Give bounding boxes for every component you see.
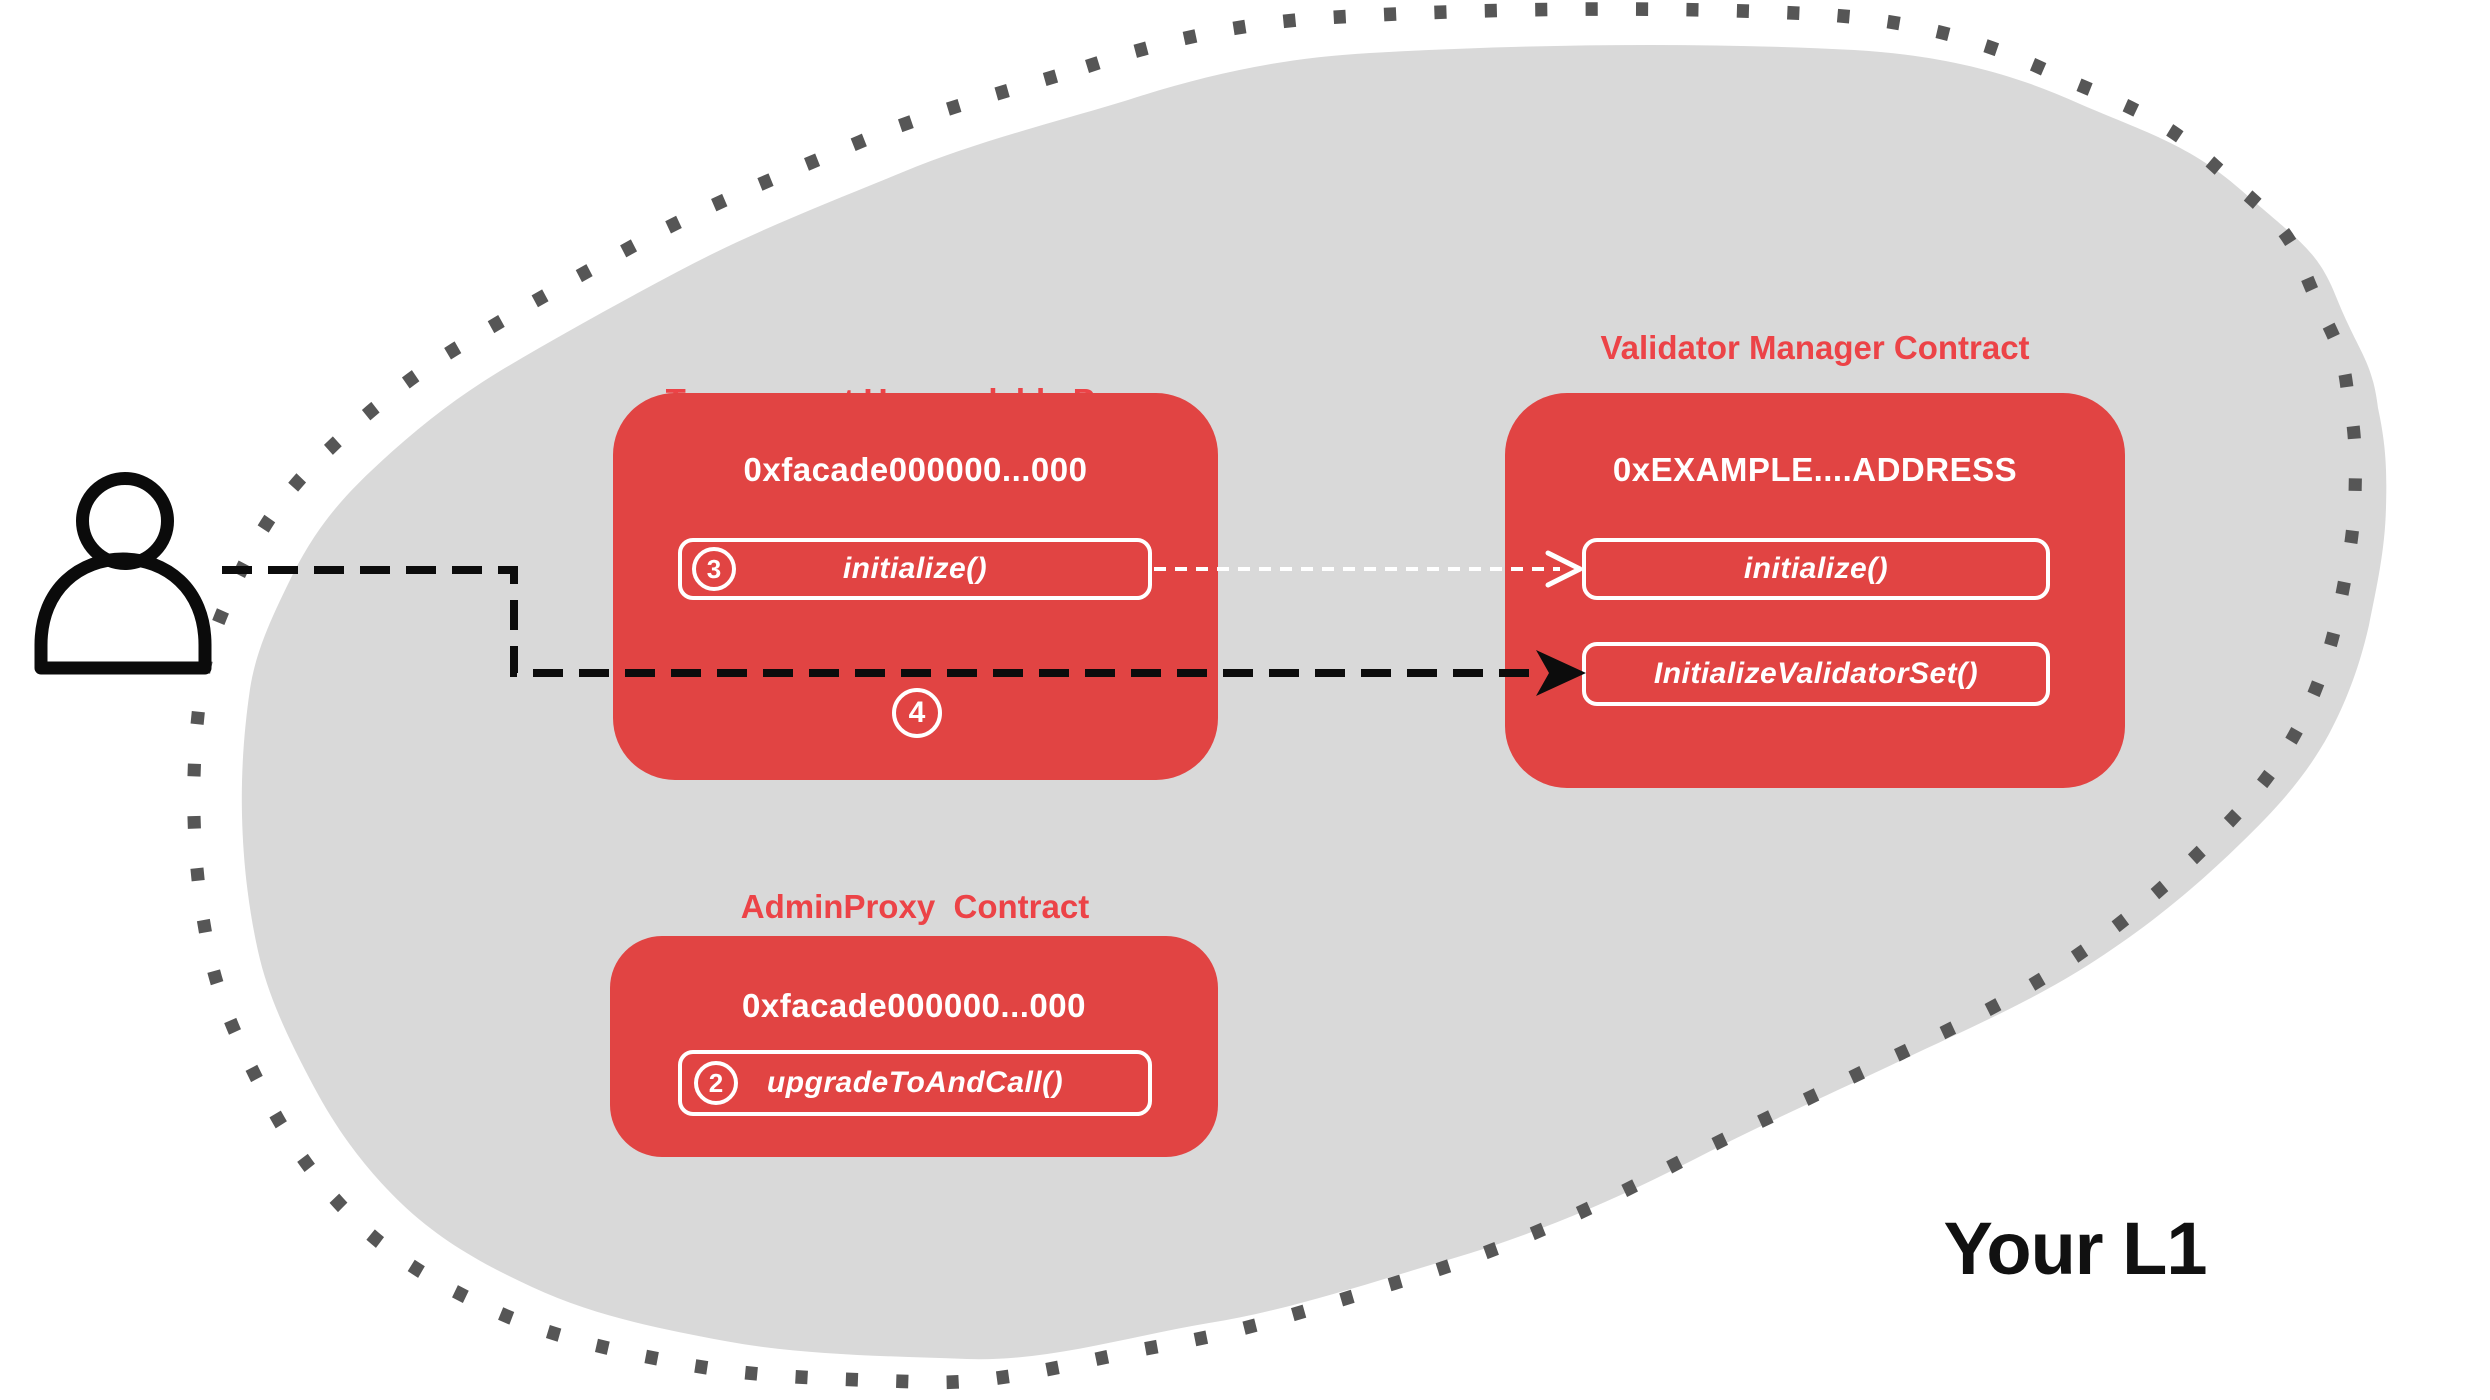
validator-contract-title: Validator Manager Contract xyxy=(1600,329,2030,366)
initialize-button-label: initialize() xyxy=(842,552,988,585)
upgrade-to-and-call-button-label: upgradeToAndCall() xyxy=(766,1066,1064,1099)
step-2-badge: 2 xyxy=(694,1061,738,1105)
validator-contract-box: 0xEXAMPLE....ADDRESS initialize() Initia… xyxy=(1505,393,2125,788)
validator-initialize-button-label: initialize() xyxy=(1743,552,1889,585)
admin-proxy-box: 0xfacade000000...000 2 upgradeToAndCall(… xyxy=(610,936,1218,1157)
your-l1-label: Your L1 xyxy=(1943,1207,2208,1290)
l1-dotted-border xyxy=(187,2,2362,1390)
validator-initialize-button: initialize() xyxy=(1582,538,2050,600)
proxy-contract-address: 0xfacade000000...000 xyxy=(743,451,1088,488)
initialize-button: 3 initialize() xyxy=(678,538,1152,600)
proxy-contract-box: 0xfacade000000...000 3 initialize() 4 xyxy=(613,393,1218,780)
initialize-validator-set-button: InitializeValidatorSet() xyxy=(1582,642,2050,706)
admin-proxy-address: 0xfacade000000...000 xyxy=(742,987,1086,1024)
person-icon xyxy=(34,472,212,675)
initialize-validator-set-button-label: InitializeValidatorSet() xyxy=(1653,657,1979,690)
upgrade-to-and-call-button: 2 upgradeToAndCall() xyxy=(678,1050,1152,1116)
step-3-badge: 3 xyxy=(692,547,736,591)
validator-contract-address: 0xEXAMPLE....ADDRESS xyxy=(1612,451,2018,488)
step-4-badge: 4 xyxy=(892,688,942,738)
admin-proxy-title: AdminProxy Contract xyxy=(740,888,1090,925)
